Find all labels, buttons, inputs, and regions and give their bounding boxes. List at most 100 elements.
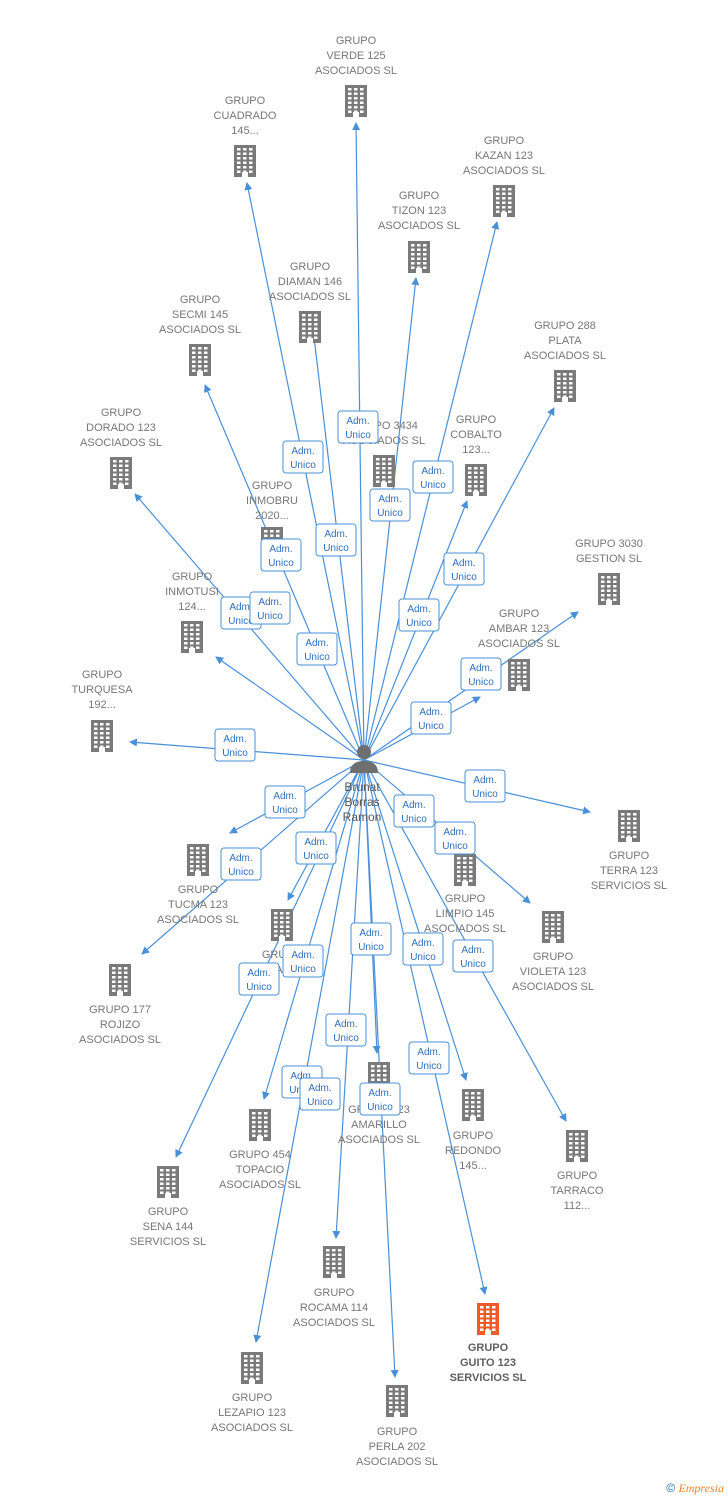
edge-label-line-2: Unico — [290, 460, 316, 471]
edge-label-adm-unico[interactable]: Adm.Unico — [443, 552, 485, 586]
edge-label-line-2: Unico — [442, 841, 468, 852]
edge-label-adm-unico[interactable]: Adm.Unico — [282, 944, 324, 978]
edge-label-adm-unico[interactable]: Adm.Unico — [398, 598, 440, 632]
company-node-inmotusi[interactable]: GRUPOINMOTUSI124... — [165, 571, 219, 653]
edge-label-adm-unico[interactable]: Adm.Unico — [464, 769, 506, 803]
edge-label-adm-unico[interactable]: Adm.Unico — [393, 794, 435, 828]
company-label-line: GRUPO — [484, 135, 525, 147]
edge-label-adm-unico[interactable]: Adm.Unico — [214, 728, 256, 762]
edge-label-adm-unico[interactable]: Adm.Unico — [410, 701, 452, 735]
edge-label-line-2: Unico — [345, 430, 371, 441]
edge-label-adm-unico[interactable]: Adm.Unico — [337, 410, 379, 444]
edge-label-adm-unico[interactable]: Adm.Unico — [412, 460, 454, 494]
company-label-line: INMOTUSI — [165, 586, 219, 598]
company-label-line: TIZON 123 — [392, 205, 446, 217]
edge-label-line-2: Unico — [468, 677, 494, 688]
edge-label-line-2: Unico — [228, 616, 254, 627]
brand-logo[interactable]: Empresia — [678, 1481, 724, 1495]
edge-label-line-1: Adm. — [469, 663, 492, 674]
person-icon — [350, 745, 378, 773]
edge-label-adm-unico[interactable]: Adm. Unico — [460, 657, 502, 691]
company-node-cuadrado[interactable]: GRUPOCUADRADO145... — [214, 95, 277, 177]
edge-label-line-2: Unico — [307, 1097, 333, 1108]
edge-label-line-1: Adm. — [305, 638, 328, 649]
company-label-line: ASOCIADOS SL — [424, 923, 506, 935]
edge-label-adm-unico[interactable]: Adm.Unico — [296, 632, 338, 666]
edge-label-line-1: Adm. — [324, 529, 347, 540]
building-icon — [345, 85, 367, 117]
company-label-line: ASOCIADOS SL — [338, 1134, 420, 1146]
company-label-line: 124... — [178, 601, 206, 613]
edge-label-adm-unico[interactable]: Adm.Unico — [434, 821, 476, 855]
company-label-line: GRUPO 177 — [89, 1004, 151, 1016]
edge-label-line-2: Unico — [416, 1061, 442, 1072]
edge-label-line-1: Adm. — [407, 604, 430, 615]
edge-label-adm-unico[interactable]: Adm.Unico — [260, 538, 302, 572]
edge-label-line-2: Unico — [377, 508, 403, 519]
edge-label-line-1: Adm. — [368, 1088, 391, 1099]
center-person-node[interactable]: Brunat Borras Ramon — [343, 745, 382, 824]
company-label-line: KAZAN 123 — [475, 150, 533, 162]
edge-label-line-1: Adm. — [258, 597, 281, 608]
edge-label-adm-unico[interactable]: Adm.Unico — [402, 932, 444, 966]
company-node-tarraco[interactable]: GRUPOTARRACO112... — [551, 1130, 604, 1212]
company-label-line: 192... — [88, 699, 116, 711]
building-icon — [386, 1385, 408, 1417]
edge-label-line-2: Unico — [401, 814, 427, 825]
edge-label-line-2: Unico — [257, 611, 283, 622]
edge-label-adm-unico[interactable]: Adm. Unico — [359, 1082, 401, 1116]
edge-label-adm-unico[interactable]: Adm.Unico — [452, 939, 494, 973]
edge-label-adm-unico[interactable]: Adm.Unico — [325, 1013, 367, 1047]
company-label-line: GRUPO — [557, 1170, 598, 1182]
building-icon — [241, 1352, 263, 1384]
company-label-line: SECMI 145 — [172, 309, 228, 321]
edge-label-line-2: Unico — [228, 867, 254, 878]
company-node-cobalto[interactable]: GRUPOCOBALTO123... — [450, 414, 502, 496]
edge-label-adm-unico[interactable]: Adm.Unico — [238, 962, 280, 996]
company-label-line: 145... — [231, 125, 259, 137]
edge-label-adm-unico[interactable]: Adm. Unico — [249, 591, 291, 625]
edge-label-adm-unico[interactable]: Adm.Unico — [315, 523, 357, 557]
edge-label-adm-unico[interactable]: Adm.Unico — [220, 847, 262, 881]
edge-label-adm-unico[interactable]: Adm.Unico — [299, 1077, 341, 1111]
company-label-line: TARRACO — [551, 1185, 604, 1197]
edge-label-adm-unico[interactable]: Adm.Unico — [282, 440, 324, 474]
company-label-line: GUITO 123 — [460, 1357, 516, 1369]
building-icon — [323, 1246, 345, 1278]
edge-label-line-2: Unico — [367, 1102, 393, 1113]
edge-label-adm-unico[interactable]: Adm.Unico — [408, 1041, 450, 1075]
edge-label-adm-unico[interactable]: Adm.Unico — [369, 488, 411, 522]
company-label-line: VIOLETA 123 — [520, 966, 586, 978]
edge-label-layer: Adm.UnicoAdm.UnicoAdm.UnicoAdm.UnicoAdm.… — [214, 410, 506, 1116]
company-label-line: DORADO 123 — [86, 422, 156, 434]
company-node-redondo[interactable]: GRUPOREDONDO145... — [445, 1089, 502, 1172]
company-label-line: GRUPO — [499, 608, 540, 620]
edge-label-adm-unico[interactable]: Adm.Unico — [350, 922, 392, 956]
edge-label-adm-unico[interactable]: Adm.Unico — [264, 785, 306, 819]
company-label-line: PERLA 202 — [369, 1441, 426, 1453]
edge-label-adm-unico[interactable]: Adm.Unico — [295, 831, 337, 865]
edge-label-line-1: Adm. — [359, 928, 382, 939]
company-node-turquesa[interactable]: GRUPOTURQUESA192... — [71, 669, 133, 752]
company-label-line: GRUPO — [180, 294, 221, 306]
